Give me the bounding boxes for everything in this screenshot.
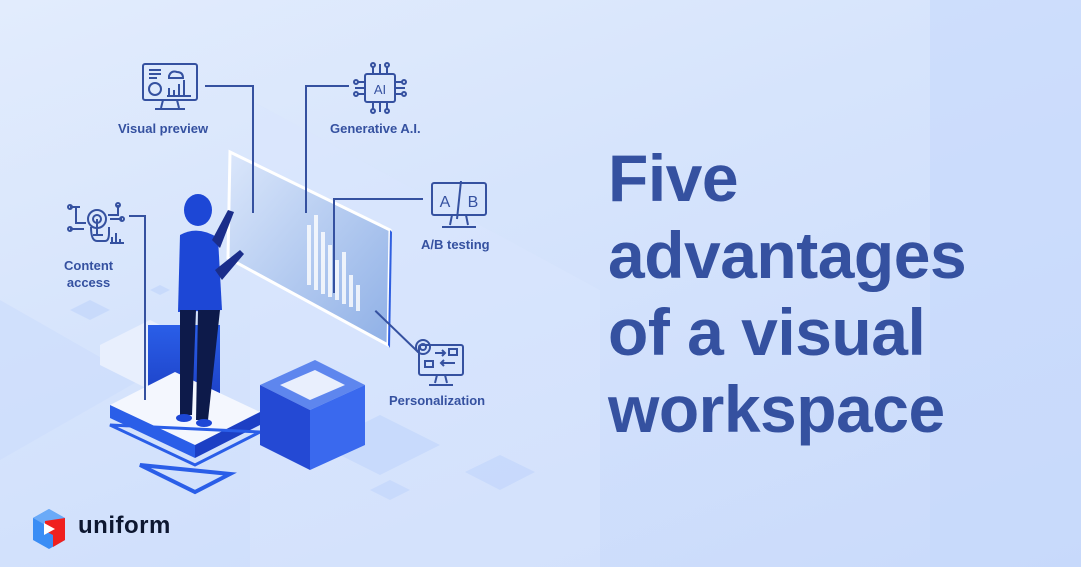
connector-line [144,215,146,400]
feature-label-content-access: Content access [64,258,114,290]
feature-label-generative-ai: Generative A.I. [330,121,421,136]
uniform-logo-icon [33,509,65,549]
brand-name: uniform [78,512,171,539]
connector-line [205,85,253,87]
connector-line [129,215,145,217]
connector-line [333,198,423,200]
touch-circuit-icon [67,202,125,244]
svg-text:A: A [440,194,451,211]
monitor-analytics-icon [142,63,198,110]
svg-text:AI: AI [374,82,386,97]
page-title: Five advantages of a visual workspace [608,141,967,446]
svg-text:B: B [468,194,479,211]
connector-line [305,85,349,87]
feature-label-ab-testing: A/B testing [421,237,490,252]
connector-line [305,85,307,213]
person-screen-illustration [100,149,392,495]
feature-label-visual-preview: Visual preview [118,121,209,136]
ai-chip-icon: AI [353,62,407,114]
ab-monitor-icon: A B [431,181,487,228]
gear-monitor-icon [415,339,464,386]
connector-line [333,198,335,293]
feature-label-personalization: Personalization [389,393,486,408]
connector-line [252,85,254,213]
